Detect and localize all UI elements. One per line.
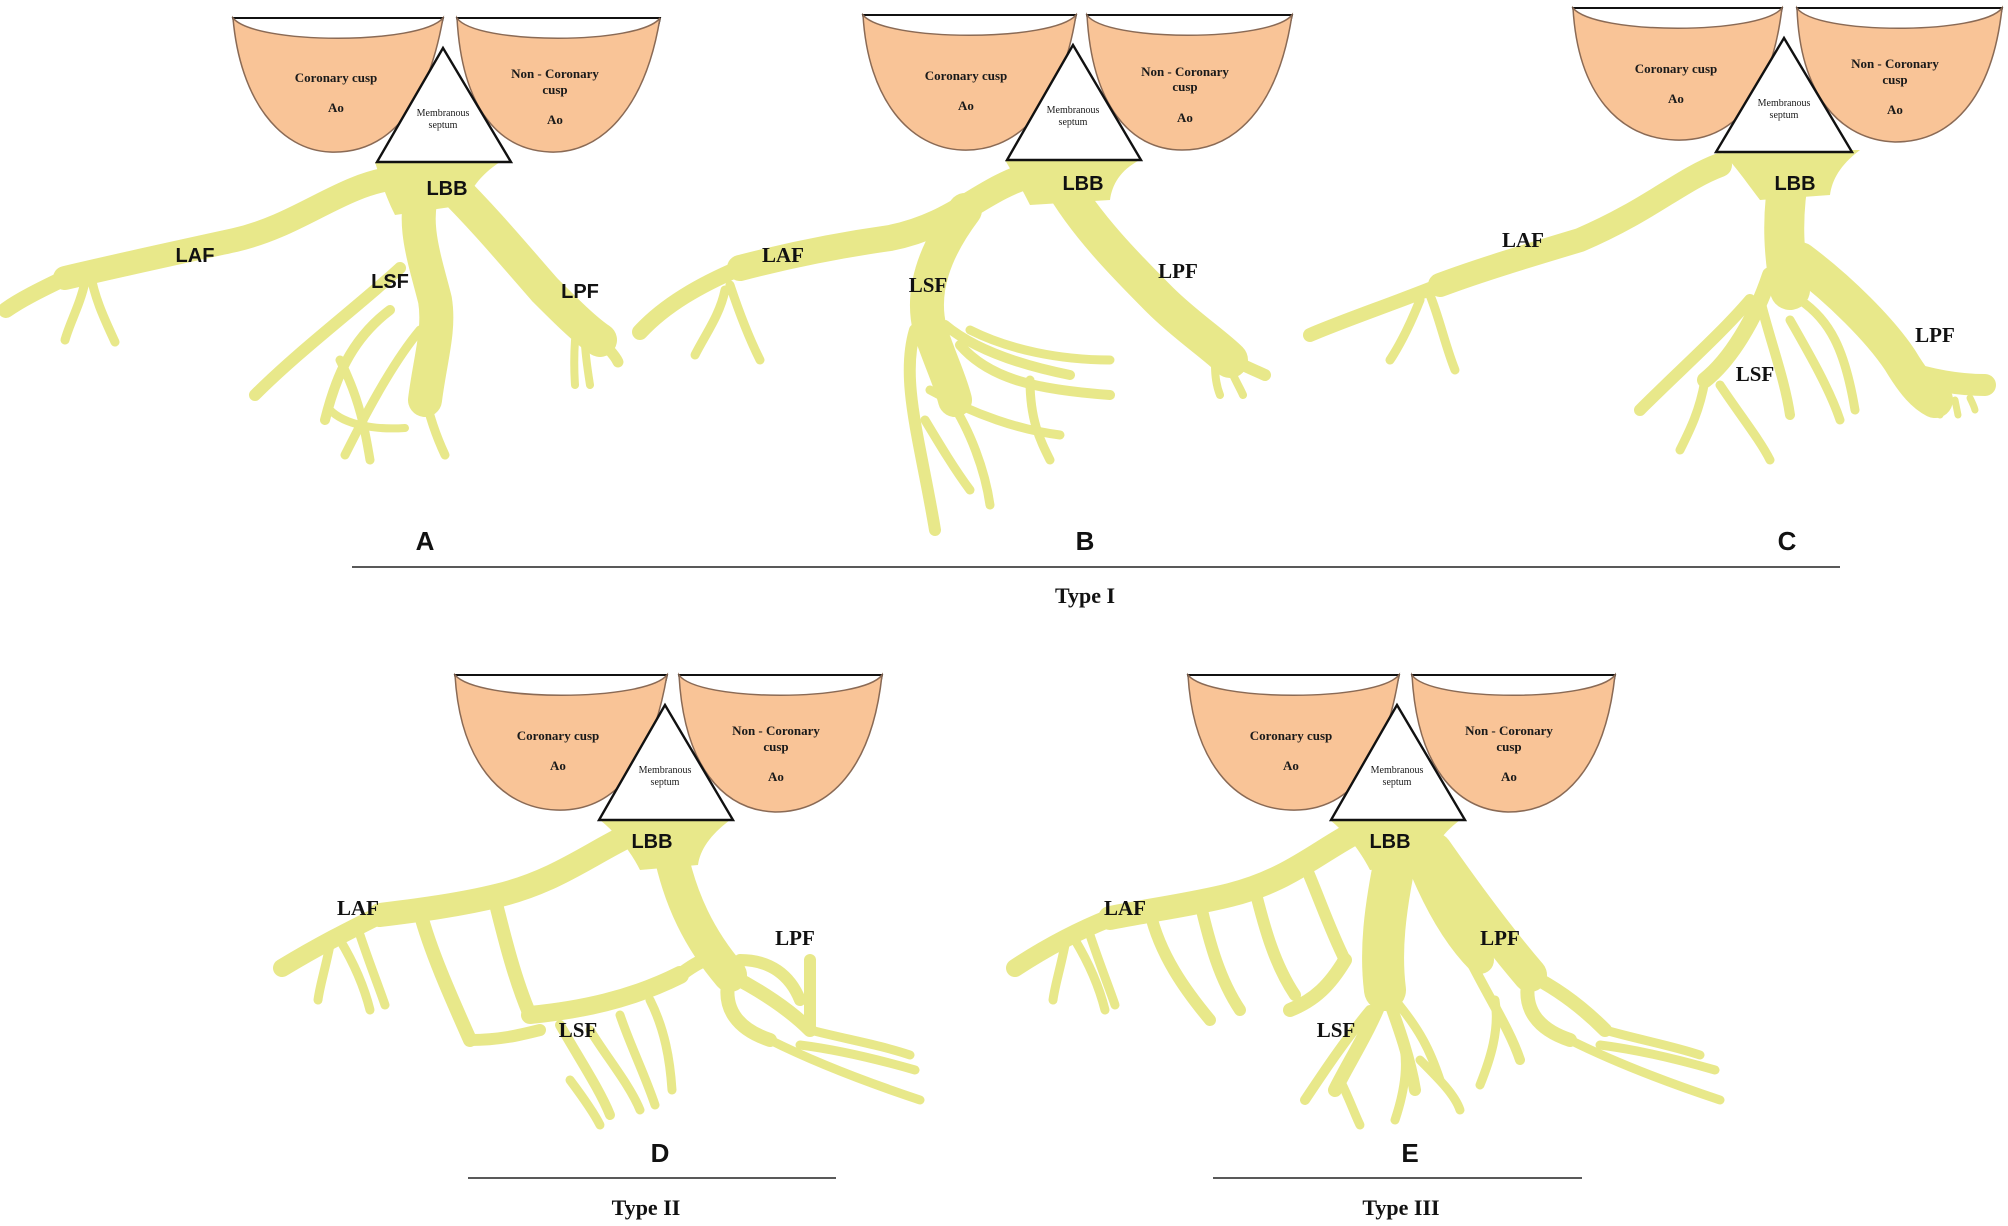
panel-a-membranous-septum — [374, 45, 514, 164]
panel-b-letter: B — [1076, 526, 1095, 556]
panel-c-noncoronary-cusp — [1796, 5, 2004, 143]
type-1-label: Type I — [1055, 583, 1115, 608]
panel-c-valve: Coronary cusp Ao Non - Coronary cusp Ao … — [1571, 5, 2004, 154]
panel-c-membranous-septum — [1713, 35, 1855, 154]
panel-b-noncoronary-cusp — [1086, 12, 1294, 151]
panel-a-laf-label: LAF — [176, 245, 215, 267]
panel-c-lbb-trunk — [1720, 150, 1860, 200]
panel-c-septum-label-2: septum — [1770, 110, 1799, 121]
panel-b-lpf-label: LPF — [1158, 259, 1198, 283]
panel-e-lbb-trunk — [1330, 820, 1460, 870]
panel-b-septum-label-1: Membranous — [1047, 105, 1100, 116]
panel-a-septum-label-2: septum — [429, 120, 458, 131]
panel-b-branches — [632, 162, 1271, 536]
panel-a-lpf-label: LPF — [561, 281, 599, 303]
panel-b-laf-label: LAF — [762, 243, 804, 267]
panel-d-coronary-ao: Ao — [550, 758, 566, 773]
panel-c-branches — [1303, 150, 1996, 465]
panel-b-lbb-label: LBB — [1062, 173, 1103, 195]
panel-c-noncoronary-label-1: Non - Coronary — [1851, 56, 1939, 71]
panel-e-coronary-ao: Ao — [1283, 758, 1299, 773]
panel-b-valve: Coronary cusp Ao Non - Coronary cusp Ao … — [861, 12, 1294, 162]
panel-c-laf-label: LAF — [1502, 228, 1544, 252]
panel-d-lbb-label: LBB — [631, 831, 672, 853]
panel-e-coronary-label: Coronary cusp — [1250, 728, 1332, 743]
panel-a-valve: Coronary cusp Ao Non - Coronary cusp Ao … — [231, 15, 662, 164]
panel-b-coronary-ao: Ao — [958, 98, 974, 113]
type-2-label: Type II — [612, 1195, 681, 1220]
panel-a-lbb-trunk — [375, 162, 500, 215]
panel-b-lbb-trunk — [1005, 160, 1140, 205]
panel-d: Coronary cusp Ao Non - Coronary cusp Ao … — [273, 672, 925, 1220]
panel-b-noncoronary-label-1: Non - Coronary — [1141, 64, 1229, 79]
panel-c-lsf-label: LSF — [1736, 362, 1775, 386]
type-3-label: Type III — [1362, 1195, 1439, 1220]
panel-d-branches — [273, 818, 925, 1130]
panel-a-branches — [0, 166, 624, 465]
panel-c-noncoronary-ao: Ao — [1887, 102, 1903, 117]
panel-c-coronary-label: Coronary cusp — [1635, 61, 1717, 76]
panel-d-valve: Coronary cusp Ao Non - Coronary cusp Ao … — [453, 672, 884, 822]
panel-d-lsf-label: LSF — [559, 1018, 598, 1042]
panel-e-lpf-label: LPF — [1480, 926, 1520, 950]
panel-d-septum-label-1: Membranous — [639, 765, 692, 776]
panel-e-valve: Coronary cusp Ao Non - Coronary cusp Ao … — [1186, 672, 1617, 822]
panel-a-letter: A — [416, 526, 435, 556]
panel-a-coronary-label: Coronary cusp — [295, 70, 377, 85]
panel-e-noncoronary-ao: Ao — [1501, 769, 1517, 784]
panel-d-septum-label-2: septum — [651, 777, 680, 788]
panel-d-noncoronary-label-2: cusp — [763, 739, 788, 754]
panel-c-letter: C — [1778, 526, 1797, 556]
panel-d-coronary-label: Coronary cusp — [517, 728, 599, 743]
panel-d-lbb-trunk — [600, 820, 730, 870]
panel-b-noncoronary-label-2: cusp — [1172, 79, 1197, 94]
panel-d-noncoronary-label-1: Non - Coronary — [732, 723, 820, 738]
panel-e-letter: E — [1401, 1138, 1418, 1168]
panel-a-septum-label-1: Membranous — [417, 108, 470, 119]
panel-d-noncoronary-cusp — [678, 672, 884, 813]
panel-b-lsf-label: LSF — [909, 273, 948, 297]
panel-e-membranous-septum — [1328, 702, 1468, 822]
panel-e-branches — [1006, 818, 1725, 1130]
panel-b-coronary-label: Coronary cusp — [925, 68, 1007, 83]
panel-d-noncoronary-ao: Ao — [768, 769, 784, 784]
panel-e-noncoronary-label-2: cusp — [1496, 739, 1521, 754]
panel-a-coronary-ao: Ao — [328, 100, 344, 115]
panel-d-laf-label: LAF — [337, 896, 379, 920]
panel-c-lpf-label: LPF — [1915, 323, 1955, 347]
panel-a-lbb-label: LBB — [426, 178, 467, 200]
panel-a-noncoronary-cusp — [456, 15, 661, 153]
panel-c-noncoronary-label-2: cusp — [1882, 72, 1907, 87]
panel-a-noncoronary-label-1: Non - Coronary — [511, 66, 599, 81]
panel-a: Coronary cusp Ao Non - Coronary cusp Ao … — [0, 15, 662, 556]
panel-c-septum-label-1: Membranous — [1758, 98, 1811, 109]
panel-c-lbb-label: LBB — [1774, 173, 1815, 195]
panel-b-septum-label-2: septum — [1059, 117, 1088, 128]
panel-c-coronary-ao: Ao — [1668, 91, 1684, 106]
panel-e-lsf-label: LSF — [1317, 1018, 1356, 1042]
panel-b-noncoronary-ao: Ao — [1177, 110, 1193, 125]
panel-e-lbb-label: LBB — [1369, 831, 1410, 853]
panel-a-lsf-label: LSF — [371, 271, 409, 293]
panel-d-lpf-label: LPF — [775, 926, 815, 950]
panel-d-membranous-septum — [596, 702, 736, 822]
panel-b-membranous-septum — [1004, 42, 1144, 162]
panel-e: Coronary cusp Ao Non - Coronary cusp Ao … — [1006, 672, 1725, 1220]
panel-e-septum-label-2: septum — [1383, 777, 1412, 788]
panel-e-septum-label-1: Membranous — [1371, 765, 1424, 776]
panel-e-noncoronary-label-1: Non - Coronary — [1465, 723, 1553, 738]
panel-a-noncoronary-label-2: cusp — [542, 82, 567, 97]
panel-c: Coronary cusp Ao Non - Coronary cusp Ao … — [1303, 5, 2004, 556]
panel-b: Coronary cusp Ao Non - Coronary cusp Ao … — [632, 12, 1294, 556]
panel-a-noncoronary-ao: Ao — [547, 112, 563, 127]
panel-e-noncoronary-cusp — [1411, 672, 1617, 813]
panel-d-letter: D — [651, 1138, 670, 1168]
panel-e-laf-label: LAF — [1104, 896, 1146, 920]
